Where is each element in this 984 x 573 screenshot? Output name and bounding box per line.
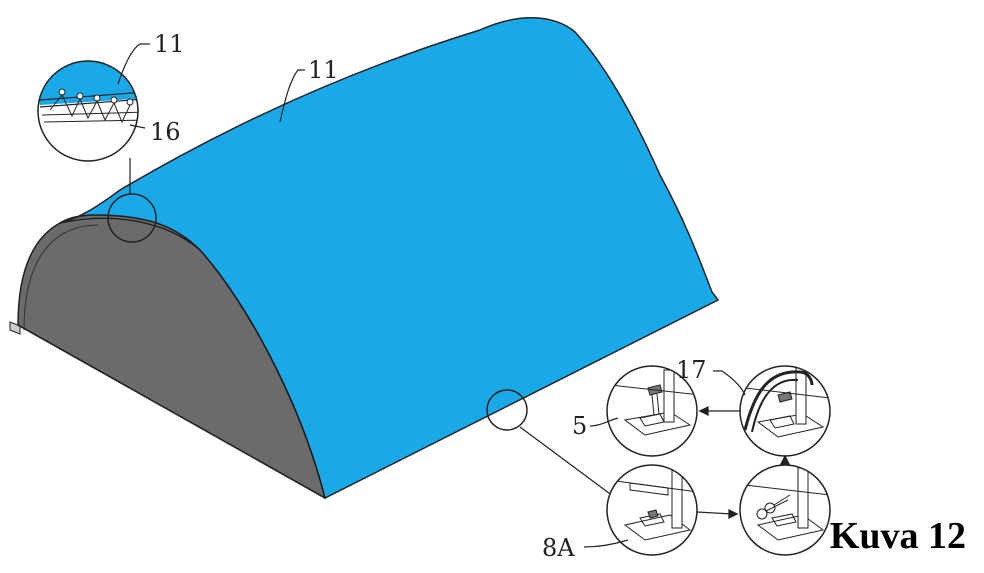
end-wall-frame (23, 224, 99, 331)
detail-cover-rope (37, 60, 139, 162)
step-arrows (696, 405, 791, 520)
tent-cover (59, 17, 720, 500)
detail-step-1 (606, 365, 698, 457)
detail-step-2 (739, 365, 831, 457)
detail-marker-top (107, 193, 157, 243)
callout-cover-main: 11 (308, 56, 339, 84)
figure-title: Kuva 12 (829, 515, 966, 557)
detail-step-4 (739, 464, 831, 556)
callout-tensioner: 5 (572, 412, 587, 440)
detail-marker-base (486, 389, 528, 431)
callout-base-plate: 8A (542, 534, 575, 562)
callout-strap: 17 (676, 356, 707, 384)
callout-cover-detail: 11 (154, 30, 185, 58)
callout-rope: 16 (150, 118, 181, 146)
cover-seam (59, 217, 326, 499)
detail-step-3 (606, 464, 698, 556)
